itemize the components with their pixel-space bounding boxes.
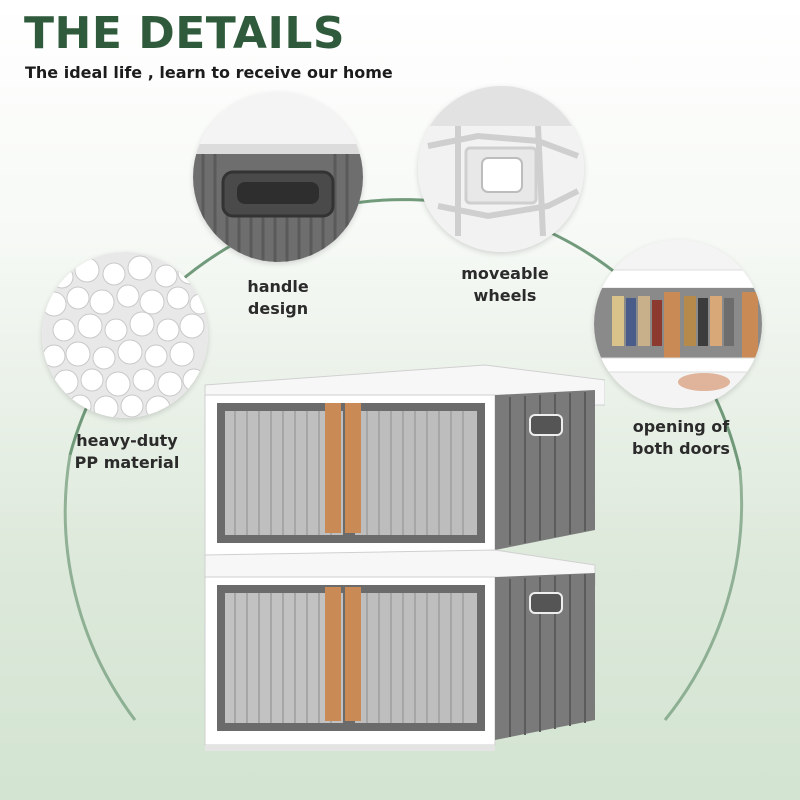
handle-design-circle bbox=[193, 92, 363, 262]
top-box bbox=[204, 364, 605, 556]
doors-open-icon bbox=[594, 240, 762, 408]
page-title: THE DETAILS bbox=[24, 8, 346, 59]
pp-material-circle bbox=[42, 252, 208, 418]
wheels-label: moveable wheels bbox=[461, 264, 549, 305]
storage-box-stack bbox=[204, 364, 605, 751]
wheels-circle bbox=[418, 86, 584, 252]
doors-circle bbox=[594, 240, 762, 408]
wheels-icon bbox=[418, 86, 584, 252]
handle-icon bbox=[193, 92, 363, 262]
pp-pellets-icon bbox=[42, 252, 208, 418]
doors-label: opening of both doors bbox=[632, 417, 730, 458]
bottom-box bbox=[204, 549, 596, 751]
page-subtitle: The ideal life , learn to receive our ho… bbox=[25, 63, 393, 82]
pp-material-label: heavy-duty PP material bbox=[74, 431, 180, 472]
handle-design-label: handle design bbox=[247, 277, 309, 318]
